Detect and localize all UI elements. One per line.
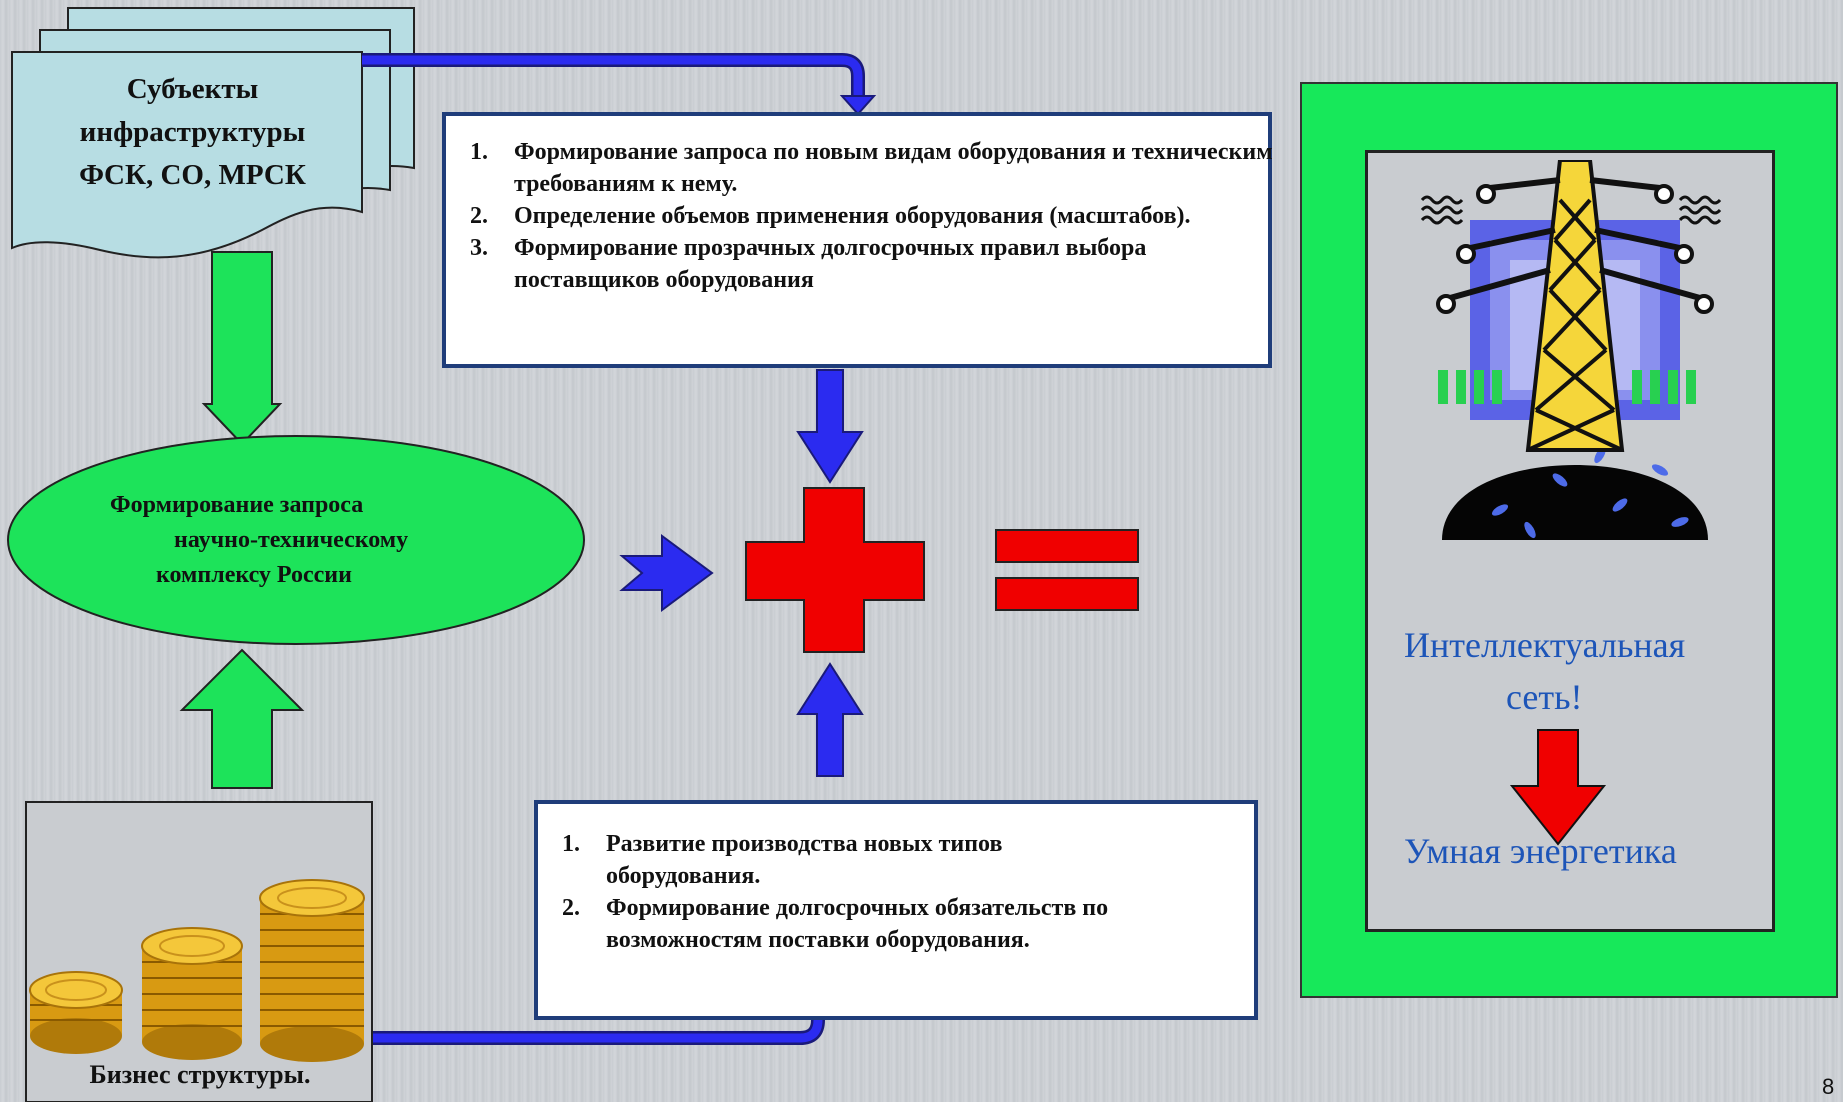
ellipse-line-1: Формирование запроса	[110, 492, 364, 518]
business-label: Бизнес структуры.	[89, 1060, 311, 1089]
infrastructure-line-2: инфраструктуры	[79, 116, 306, 148]
ellipse-line-2: научно-техническому	[174, 527, 409, 553]
ellipse-line-3: комплексу России	[156, 562, 352, 588]
coins-icon	[29, 879, 365, 1062]
green-down-arrow	[201, 251, 283, 446]
document-stack-icon	[11, 7, 415, 259]
blue-arrow-down	[796, 369, 864, 484]
green-up-arrow	[179, 648, 305, 789]
supply-item: 1.Развитие производства новых типов обор…	[562, 831, 1003, 889]
infrastructure-line-3: ФСК, СО, МРСК	[79, 159, 306, 191]
result-line-3: Умная энергетика	[1404, 831, 1677, 871]
requirement-item: 2.Определение объемов применения оборудо…	[470, 203, 1191, 229]
requirements-box: 1.Формирование запроса по новым видам об…	[442, 112, 1273, 368]
infrastructure-label: Субъекты инфраструктуры ФСК, СО, МРСК	[40, 68, 345, 197]
blue-arrow-right	[619, 534, 714, 612]
ellipse-shape	[7, 435, 585, 645]
connector-top	[362, 53, 865, 96]
supply-box: 1.Развитие производства новых типов обор…	[534, 800, 1258, 1020]
result-line-2: сеть!	[1506, 677, 1583, 717]
infrastructure-line-1: Субъекты	[126, 73, 259, 105]
result-line-1: Интеллектуальная	[1404, 625, 1686, 665]
supply-item: 2.Формирование долгосрочных обязательств…	[562, 895, 1109, 953]
power-tower-icon	[1420, 160, 1722, 540]
requirement-item: 3. Формирование прозрачных долгосрочных …	[470, 235, 1147, 293]
page-number: 8	[1822, 1074, 1835, 1099]
plus-sign-icon	[745, 487, 925, 653]
ellipse-label: Формирование запроса научно-техническому…	[60, 488, 500, 593]
red-down-arrow	[1509, 729, 1607, 846]
requirement-item: 1.Формирование запроса по новым видам об…	[470, 139, 1273, 197]
blue-arrow-up	[796, 662, 864, 777]
equals-sign-icon	[995, 529, 1139, 611]
